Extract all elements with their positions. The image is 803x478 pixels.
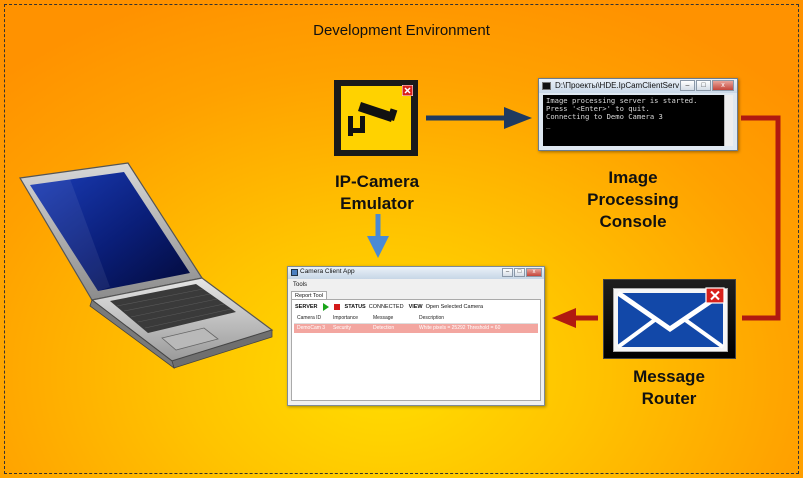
environment-title: Development Environment: [313, 22, 490, 39]
arrow-router-to-client-head: [552, 308, 576, 328]
console-title: D:\Проекты\HDE.IpCamClientServer\t...: [555, 81, 679, 90]
camera-client-app-window: Camera Client App – □ x Tools Report Too…: [287, 266, 545, 406]
connector-console-to-router: [741, 115, 781, 321]
stop-icon[interactable]: [333, 304, 340, 310]
camera-icon: [334, 80, 418, 156]
view-label: VIEW: [408, 304, 423, 310]
cell-description: White pixels = 25292 Threshold = 60: [419, 325, 501, 331]
menu-tools[interactable]: Tools: [293, 282, 308, 288]
close-badge-icon: [705, 287, 725, 304]
console-window-icon: [542, 82, 551, 90]
console-label: Image Processing Console: [587, 168, 679, 231]
console-line: Connecting to Demo Camera 3: [546, 112, 663, 121]
app-title: Camera Client App: [300, 268, 355, 275]
cell-importance: Security: [333, 325, 352, 331]
open-selected-camera-button[interactable]: Open Selected Camera: [425, 304, 484, 310]
close-badge-icon: [402, 85, 413, 96]
emulator-label: IP-Camera Emulator: [334, 172, 420, 213]
maximize-button[interactable]: □: [696, 80, 711, 91]
image-processing-console-window: D:\Проекты\HDE.IpCamClientServer\t... – …: [538, 78, 738, 151]
app-window-icon: [291, 269, 298, 276]
toolbar: SERVER STATUS CONNECTED VIEW Open Select…: [295, 302, 483, 312]
column-header[interactable]: Description: [419, 315, 445, 321]
status-value: CONNECTED: [368, 304, 404, 310]
console-title-bar[interactable]: D:\Проекты\HDE.IpCamClientServer\t... – …: [539, 79, 737, 93]
console-line: _: [546, 120, 551, 129]
console-scrollbar[interactable]: [724, 95, 733, 146]
minimize-button[interactable]: –: [680, 80, 695, 91]
column-header[interactable]: Importance: [333, 315, 359, 321]
play-icon[interactable]: [322, 303, 329, 311]
close-button[interactable]: x: [712, 80, 734, 91]
report-panel: SERVER STATUS CONNECTED VIEW Open Select…: [291, 299, 541, 401]
server-label: SERVER: [295, 304, 318, 310]
arrow-emulator-to-console-head: [504, 107, 532, 129]
console-output: Image processing server is started. Pres…: [543, 95, 725, 146]
arrow-emulator-to-client-head: [367, 236, 389, 258]
column-header[interactable]: Message: [373, 315, 394, 321]
grid-header: Camera ID Importance Message Description: [294, 314, 538, 324]
dashed-border: [4, 4, 799, 474]
message-router-icon: [603, 279, 736, 359]
column-header[interactable]: Camera ID: [297, 315, 322, 321]
console-line: Image processing server is started.: [546, 96, 698, 105]
tab-report-tool[interactable]: Report Tool: [291, 291, 328, 300]
console-line: Press '<Enter>' to quit.: [546, 104, 650, 113]
status-label: STATUS: [344, 304, 366, 310]
minimize-button[interactable]: –: [502, 268, 513, 277]
close-button[interactable]: x: [526, 268, 542, 277]
table-row[interactable]: DemoCam 3 Security Detection White pixel…: [294, 324, 538, 333]
router-label: Message Router: [633, 367, 705, 408]
cell-camera-id: DemoCam 3: [297, 325, 326, 331]
app-title-bar[interactable]: Camera Client App – □ x: [288, 267, 544, 279]
ip-camera-emulator-icon: [334, 80, 418, 156]
event-grid: Camera ID Importance Message Description…: [294, 314, 538, 333]
maximize-button[interactable]: □: [514, 268, 525, 277]
cell-message: Detection: [373, 325, 395, 331]
